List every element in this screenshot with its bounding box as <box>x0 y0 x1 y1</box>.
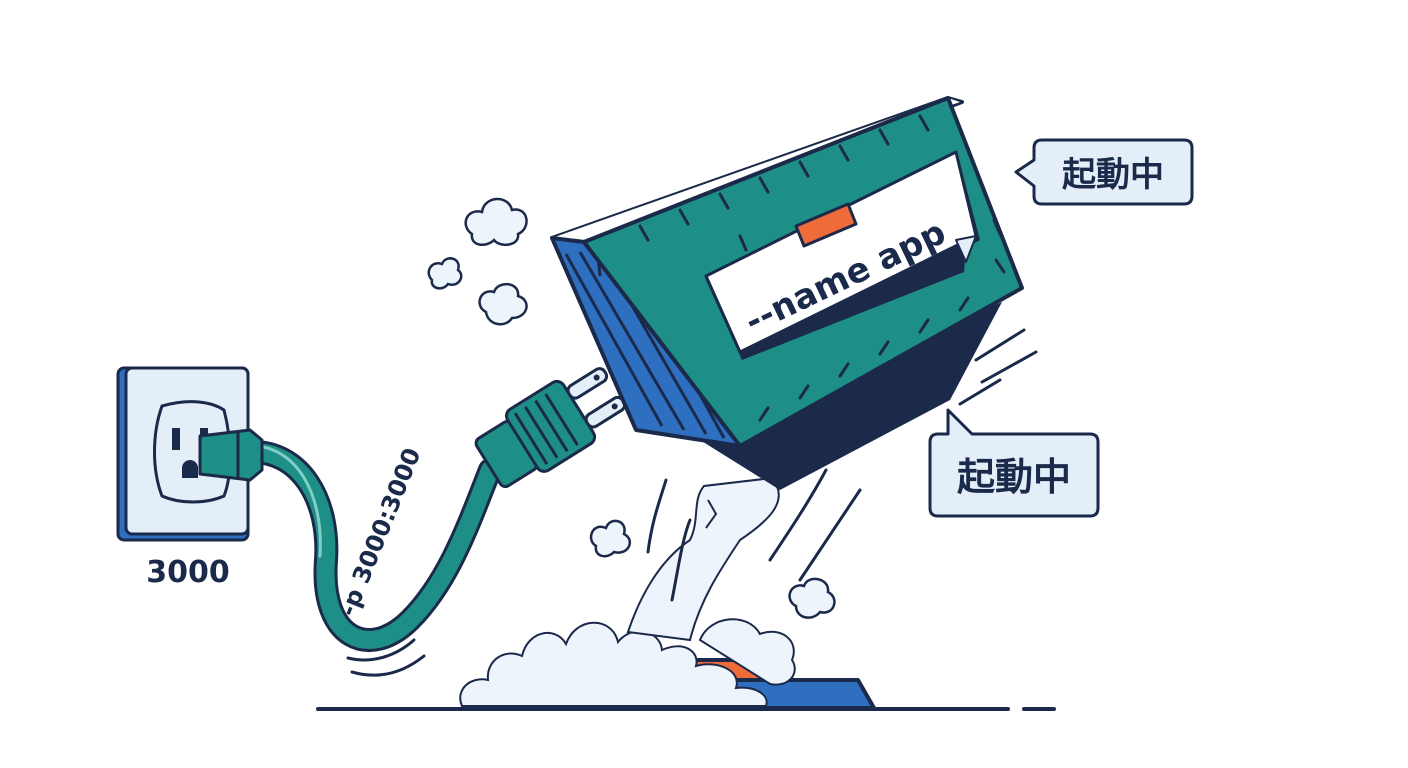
wall-outlet-icon <box>116 366 250 542</box>
power-plug-icon <box>474 367 627 489</box>
shipping-container-icon <box>550 96 1024 490</box>
port-mapping-label: -p 3000:3000 <box>334 444 427 620</box>
outlet-plug <box>198 428 264 482</box>
host-port-label: 3000 <box>146 555 230 590</box>
speech-bubble-icon <box>1014 138 1194 206</box>
smoke-puffs <box>427 197 836 619</box>
power-cable <box>238 440 502 652</box>
smoke-cloud-icon <box>459 618 796 707</box>
status-bubble-top-text: 起動中 <box>1062 155 1164 195</box>
status-bubble-bottom-text: 起動中 <box>957 455 1071 499</box>
speech-bubble-icon <box>928 408 1100 518</box>
cable-motion-lines <box>346 638 426 677</box>
exhaust-plume <box>626 476 780 642</box>
motion-lines <box>646 328 1038 602</box>
